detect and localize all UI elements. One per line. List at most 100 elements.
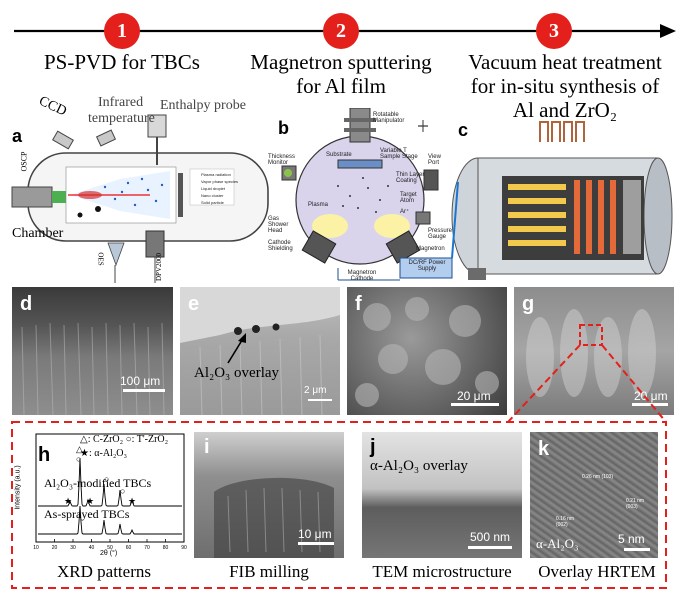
vacuum-furnace-drawing [451,121,673,280]
panel-g-letter: g [522,293,535,315]
panel-g-texture [526,309,656,397]
target-atom-label: Target Atom [400,192,417,204]
panel-g-sem: g 20 μm [514,287,674,415]
xrd-x-axis-label: 2θ (°) [100,550,118,557]
peak-marker-triangle: △ [76,444,83,454]
xrd-tick-label: 40 [89,545,95,551]
panel-i-scale-label: 10 μm [298,527,332,541]
panel-k-hrtem: k 0.26 nm (103) 0.21 nm (003) 0.16 nm (0… [530,432,658,558]
xrd-tick-label: 30 [70,545,76,551]
panel-d-letter: d [20,293,33,315]
panel-d-sem: d 100 μm [12,287,173,415]
magnetron-chamber-drawing [281,107,453,281]
panel-c-furnace: c [448,118,678,283]
caption-fib: FIB milling [229,562,309,581]
step-2-badge: 2 [323,13,359,49]
detail-frame [11,421,667,589]
xrd-tick-label: 20 [52,545,58,551]
chamber-label: Chamber [12,226,64,241]
manipulator-label: Rotatable Manipulator [373,112,405,124]
enthalpy-probe-label: Enthalpy probe [160,98,246,113]
peak-marker-circle-3: ○ [120,486,125,496]
panel-i-texture [214,477,334,558]
panel-a-schematic: a CCD Infrared temperature Enthalpy prob… [10,94,275,290]
cathode-shielding-label: Cathode Shielding [268,240,293,252]
infrared-label: Infrared [98,95,144,110]
panel-k-annotation: α-Al₂O₃ [536,536,579,551]
panel-j-annotation: α-Al₂O₃ overlay [370,458,468,474]
caption-xrd: XRD patterns [57,562,151,581]
view-port-label: View Port [428,154,441,166]
peak-marker-circle-2: ○ [104,474,109,484]
spacing-label-2: 0.21 nm (003) [626,498,645,510]
ps-pvd-chamber-drawing [11,114,269,283]
thickness-monitor-label: Thickness Monitor [268,154,296,166]
panel-f-letter: f [355,293,362,315]
panel-h-letter: h [38,444,51,466]
xrd-tick-label: 50 [107,545,113,551]
panel-i-fib: i 10 μm [194,432,344,558]
thin-layer-label: Thin Layer Coating [396,172,425,184]
panel-f-scale-bar [451,403,499,406]
panel-k-letter: k [538,438,550,460]
panel-k-scale-label: 5 nm [618,532,645,546]
step-1-badge: 1 [104,13,140,49]
panel-d-scale-bar [123,389,165,392]
power-supply-label: DC/RF Power Supply [408,260,446,272]
xrd-tick-label: 70 [144,545,150,551]
panel-h-xrd-chart: 10 20 30 40 50 60 70 80 90 △ ○ ○ ○ ★ ★ ★ h △: C-… [15,430,188,560]
xrd-tick-label: 80 [163,545,169,551]
xrd-plot: 10 20 30 40 50 60 70 80 90 △ ○ ○ ○ ★ ★ ★ [33,433,187,551]
panel-b-schematic: b Rotatable Manipulator Variable T Sampl… [268,107,453,288]
panel-f-sem: f 20 μm [347,287,507,415]
plume-legend: Plasma radiation Vapor phase species Liq… [201,172,239,205]
panel-e-scale-bar [308,399,332,401]
panel-j-scale-label: 500 nm [470,530,511,544]
panel-d-scale-label: 100 μm [120,374,161,388]
xrd-x-ticks: 10 20 30 40 50 60 70 80 90 [33,539,187,551]
peak-marker-star-1: ★ [64,496,72,506]
panel-e-scale-label: 2 μm [304,385,327,396]
panel-a-letter: a [12,126,23,146]
plasma-label: Plasma [308,202,329,208]
substrate-label: Substrate [326,152,352,158]
xrd-tick-label: 60 [126,545,132,551]
ar-ion-label: Ar⁺ [400,209,410,215]
pressure-gauge-label: Pressure Gauge [428,228,453,240]
peak-marker-star-2: ★ [86,496,94,506]
panel-j-scale-bar [468,546,512,549]
panel-i-scale-bar [298,542,334,545]
panel-e-sem: e Al₂O₃ overlay 2 μm [180,287,340,415]
xrd-y-axis-label: Intensity (a.u.) [14,465,22,510]
gas-shower-label: Gas Shower Head [268,216,289,234]
caption-hrtem: Overlay HRTEM [538,562,656,581]
xrd-tick-label: 10 [33,545,39,551]
temperature-label: temperature [88,111,155,126]
sample-stage-label: Variable T Sample Stage [380,148,418,160]
caption-tem: TEM microstructure [372,562,512,581]
panel-j-letter: j [370,436,376,458]
panel-i-letter: i [204,436,210,458]
xrd-upper-label: Al₂O₃-modified TBCs [44,476,152,490]
panel-c-letter: c [458,120,469,140]
panel-e-texture [180,287,340,415]
panel-b-letter: b [278,118,289,138]
step-2-label: Magnetron sputtering for Al film [250,50,432,98]
panel-e-annotation: Al₂O₃ overlay [194,365,280,381]
panel-f-texture [355,297,499,407]
xrd-legend-line-2: ★: α-Al₂O₃ [80,448,128,459]
xrd-tick-label: 90 [181,545,187,551]
spacing-label-1: 0.26 nm (103) [582,474,614,480]
xrd-legend-line-1: △: C-ZrO₂ ○: T'-ZrO₂ [80,434,169,445]
xrd-peak-markers: △ ○ ○ ○ ★ ★ ★ [64,444,136,506]
xrd-lower-pattern [38,505,182,535]
panel-f-scale-label: 20 μm [457,389,491,403]
spacing-label-3: 0.16 nm (002) [556,516,575,528]
xrd-lower-label: As-sprayed TBCs [44,507,130,521]
magnetron-label: Magnetron [416,246,445,252]
magnetron-cathode-label: Magnetron Cathode [347,270,377,282]
step-3-label: Vacuum heat treatment for in-situ synthe… [468,50,662,122]
xrd-upper-pattern [38,457,182,507]
panel-e-letter: e [188,293,200,315]
